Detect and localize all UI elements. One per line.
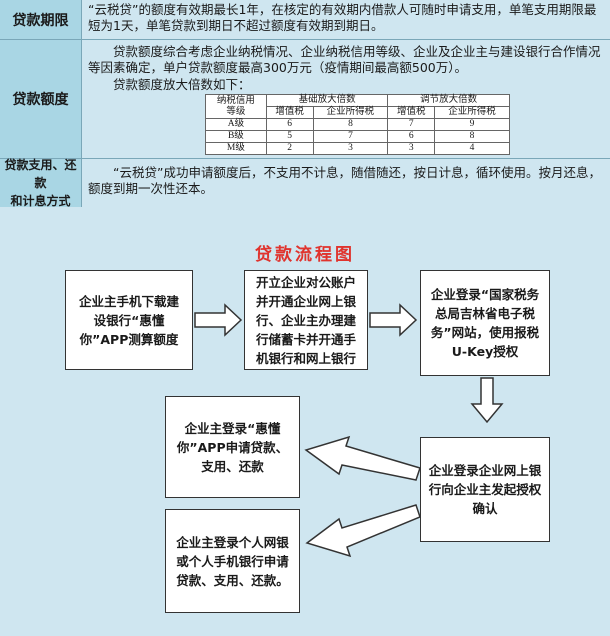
row-text: “云税贷”的额度有效期最长1年，在核定的有效期内借款人可随时申请支用，单笔支用期… (88, 2, 597, 33)
table-row: M级 2 3 3 4 (205, 142, 510, 155)
row-label: 贷款期限 (0, 0, 82, 39)
row-loan-term: 贷款期限 “云税贷”的额度有效期最长1年，在核定的有效期内借款人可随时申请支用，… (0, 0, 610, 40)
arrow-left-icon (305, 504, 421, 558)
arrow-left-icon (304, 435, 421, 481)
multiplier-table: 纳税信用等级 基础放大倍数 调节放大倍数 增值税 企业所得税 增值税 企业所得税… (205, 94, 510, 155)
flow-step-online-banking-apply: 企业主登录个人网银或个人手机银行申请贷款、支用、还款。 (165, 509, 300, 613)
flow-step-enterprise-confirm: 企业登录企业网上银行向企业主发起授权确认 (420, 437, 550, 542)
arrow-down-icon (470, 377, 504, 424)
table-row: B级 5 7 6 8 (205, 130, 510, 143)
row-loan-amount: 贷款额度 贷款额度综合考虑企业纳税情况、企业纳税信用等级、企业及企业主与建设银行… (0, 40, 610, 159)
row-text: “云税贷”成功申请额度后，不支用不计息，随借随还，按日计息，循环使用。按月还息，… (88, 165, 601, 196)
row-loan-usage: 贷款支用、还款和计息方式 “云税贷”成功申请额度后，不支用不计息，随借随还，按日… (0, 158, 610, 208)
table-row: A级 6 8 7 9 (205, 118, 510, 131)
row-text-multiplier-intro: 贷款额度放大倍数如下： (113, 77, 251, 92)
flow-step-open-accounts: 开立企业对公账户并开通企业网上银行、企业主办理建行储蓄卡并开通手机银行和网上银行 (244, 270, 368, 370)
flow-title: 贷款流程图 (255, 245, 355, 265)
row-label: 贷款额度 (0, 40, 82, 158)
corner-header: 纳税信用等级 (205, 94, 267, 119)
row-text: 贷款额度综合考虑企业纳税情况、企业纳税信用等级、企业及企业主与建设银行合作情况等… (88, 44, 601, 75)
flow-step-download-app: 企业主手机下载建设银行“惠懂你”APP测算额度 (65, 270, 193, 370)
arrow-right-icon (194, 303, 243, 337)
flow-step-tax-authorization: 企业登录“国家税务总局吉林省电子税务”网站，使用报税U-Key授权 (420, 270, 550, 376)
flow-step-app-apply: 企业主登录“惠懂你”APP申请贷款、支用、还款 (165, 396, 300, 498)
row-label: 贷款支用、还款和计息方式 (0, 158, 82, 208)
arrow-right-icon (369, 303, 418, 337)
